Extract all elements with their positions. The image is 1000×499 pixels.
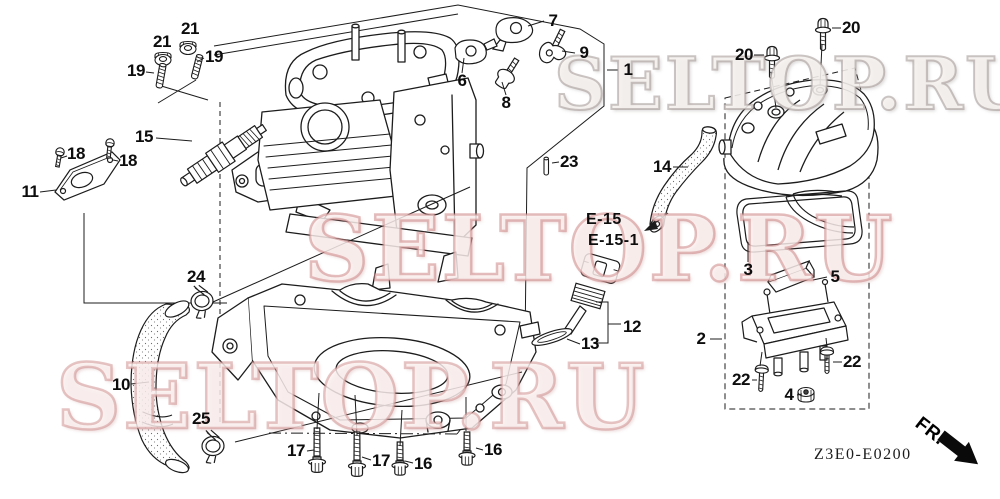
breather-plate-2-drawing bbox=[741, 278, 849, 377]
bolt-16a-drawing bbox=[391, 441, 409, 476]
crankcase-drawing bbox=[211, 251, 541, 439]
part-callout-17: 17 bbox=[372, 451, 390, 470]
bolt-20b-drawing bbox=[814, 17, 832, 52]
pivot-bolt-9-drawing bbox=[538, 28, 567, 64]
part-callout-22: 22 bbox=[732, 370, 750, 389]
ref-label-e15-1: E-15-1 bbox=[588, 232, 640, 249]
rocker-arm-6-drawing bbox=[454, 38, 498, 65]
clamp-24-drawing bbox=[188, 283, 216, 320]
pin-23-drawing bbox=[543, 156, 550, 176]
part-callout-24: 24 bbox=[187, 267, 205, 286]
part-callout-17: 17 bbox=[287, 441, 305, 460]
part-callout-7: 7 bbox=[548, 11, 558, 30]
part-callout-11: 11 bbox=[21, 182, 39, 201]
e15-arrowhead bbox=[644, 220, 658, 231]
nut-21a-drawing bbox=[179, 40, 197, 56]
part-callout-18: 18 bbox=[67, 144, 85, 163]
part-callout-14: 14 bbox=[653, 157, 671, 176]
part-callout-1: 1 bbox=[623, 60, 633, 79]
part-callout-8: 8 bbox=[501, 93, 511, 112]
screw-22a-drawing bbox=[753, 364, 770, 393]
part-callout-16: 16 bbox=[484, 440, 502, 459]
bolt-16b-drawing bbox=[458, 431, 476, 466]
part-callout-5: 5 bbox=[830, 267, 840, 286]
stud-19a-drawing bbox=[190, 53, 204, 80]
stud-19b-drawing bbox=[155, 62, 167, 89]
part-callout-19: 19 bbox=[127, 61, 145, 80]
bolt-17b-drawing bbox=[347, 431, 367, 477]
pivot-bolt-8-drawing bbox=[494, 57, 520, 90]
part-callout-15: 15 bbox=[135, 127, 153, 146]
bolt-20a-drawing bbox=[763, 45, 781, 80]
part-callout-20: 20 bbox=[735, 45, 753, 64]
dipstick-drawing bbox=[563, 253, 621, 335]
dashed-box-head-cover-group bbox=[724, 67, 870, 410]
part-callout-4: 4 bbox=[784, 385, 794, 404]
part-callout-6: 6 bbox=[457, 71, 467, 90]
spark-plug-drawing bbox=[180, 124, 267, 187]
part-callout-22: 22 bbox=[843, 352, 861, 371]
clamp-25-drawing bbox=[200, 428, 226, 465]
hose-14-drawing bbox=[649, 126, 717, 233]
part-callout-25: 25 bbox=[192, 409, 210, 428]
part-callout-19: 19 bbox=[205, 47, 223, 66]
part-callout-18: 18 bbox=[119, 151, 137, 170]
part-callout-9: 9 bbox=[579, 43, 589, 62]
part-callout-3: 3 bbox=[743, 260, 753, 279]
part-callout-13: 13 bbox=[581, 334, 599, 353]
fr-arrow-icon bbox=[937, 430, 979, 465]
rocker-arm-7-drawing bbox=[491, 17, 534, 52]
part-callout-12: 12 bbox=[623, 317, 641, 336]
part-callout-16: 16 bbox=[414, 454, 432, 473]
cylinder-head-cover-drawing bbox=[718, 79, 879, 197]
ref-label-e15: E-15 bbox=[586, 211, 622, 228]
part-callout-23: 23 bbox=[560, 152, 578, 171]
part-callout-21: 21 bbox=[153, 32, 171, 51]
seal-13-drawing bbox=[531, 328, 573, 346]
gasket-3-drawing bbox=[736, 189, 863, 253]
hose-10-drawing bbox=[130, 300, 190, 474]
part-callout-10: 10 bbox=[112, 375, 130, 394]
spacer-5-drawing bbox=[767, 259, 816, 293]
part-callout-2: 2 bbox=[696, 329, 706, 348]
engine-block-drawing bbox=[231, 23, 485, 257]
part-callout-21: 21 bbox=[181, 19, 199, 38]
plate-11-drawing bbox=[54, 151, 121, 201]
diagram-code: Z3E0-E0200 bbox=[814, 446, 912, 463]
part-callout-20: 20 bbox=[842, 18, 860, 37]
